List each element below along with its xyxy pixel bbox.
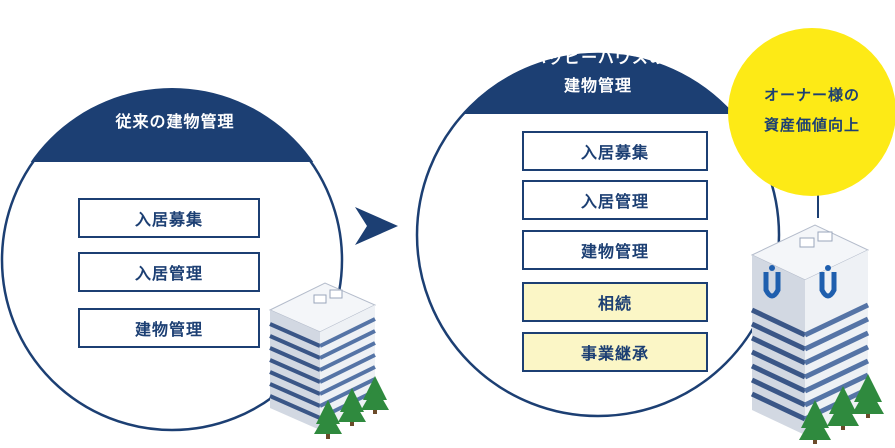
left-item-tenant-management: 入居管理 — [78, 252, 260, 292]
left-item-building-management: 建物管理 — [78, 308, 260, 348]
right-item-tenant-management: 入居管理 — [522, 180, 708, 220]
left-title: 従来の建物管理 — [115, 112, 235, 131]
right-trees-icon — [799, 374, 884, 444]
badge-circle — [728, 28, 895, 196]
right-item-recruitment: 入居募集 — [522, 131, 708, 171]
left-trees-icon — [314, 376, 389, 439]
left-item-recruitment: 入居募集 — [78, 198, 260, 238]
right-building-icon — [750, 224, 870, 435]
arrow-icon — [355, 207, 398, 245]
left-building-icon — [268, 282, 377, 430]
badge-line1: オーナー様の — [763, 86, 860, 104]
right-title: ハッピーハウスの 建物管理 — [498, 44, 698, 100]
badge-line2: 資産価値向上 — [763, 116, 860, 134]
badge-text: オーナー様の 資産価値向上 — [732, 80, 892, 140]
right-item-building-management: 建物管理 — [522, 230, 708, 270]
right-item-inheritance: 相続 — [522, 282, 708, 322]
right-title-line2: 建物管理 — [563, 76, 632, 95]
right-title-line1: ハッピーハウスの — [530, 48, 666, 67]
u-logo-icon — [763, 272, 837, 299]
right-item-business-succession: 事業継承 — [522, 332, 708, 372]
